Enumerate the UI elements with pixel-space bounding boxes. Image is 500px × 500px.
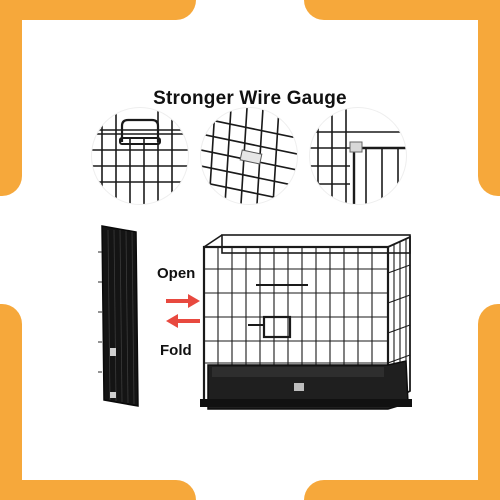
arrow-left-icon [166, 314, 200, 328]
folded-crate-image [98, 225, 139, 407]
corner-decoration-top-left [0, 0, 196, 20]
corner-decoration-top-right [304, 0, 500, 20]
open-label: Open [157, 265, 196, 282]
corner-decoration-right-bottom [478, 304, 500, 500]
corner-decoration-right-top [478, 0, 500, 196]
detail-circle-handle [92, 108, 188, 204]
headline: Stronger Wire Gauge [153, 88, 347, 109]
detail-circle-latch [201, 108, 297, 204]
corner-decoration-left-bottom [0, 304, 22, 500]
assembled-crate-image [200, 234, 412, 410]
wire-latch-closeup [201, 108, 297, 204]
arrow-right-icon [166, 294, 200, 308]
wire-corner-closeup [310, 108, 406, 204]
wire-handle-closeup [92, 108, 188, 204]
fold-label: Fold [160, 342, 192, 359]
detail-circle-corner [310, 108, 406, 204]
corner-decoration-bottom-right [304, 480, 500, 500]
corner-decoration-bottom-left [0, 480, 196, 500]
corner-decoration-left-top [0, 0, 22, 196]
